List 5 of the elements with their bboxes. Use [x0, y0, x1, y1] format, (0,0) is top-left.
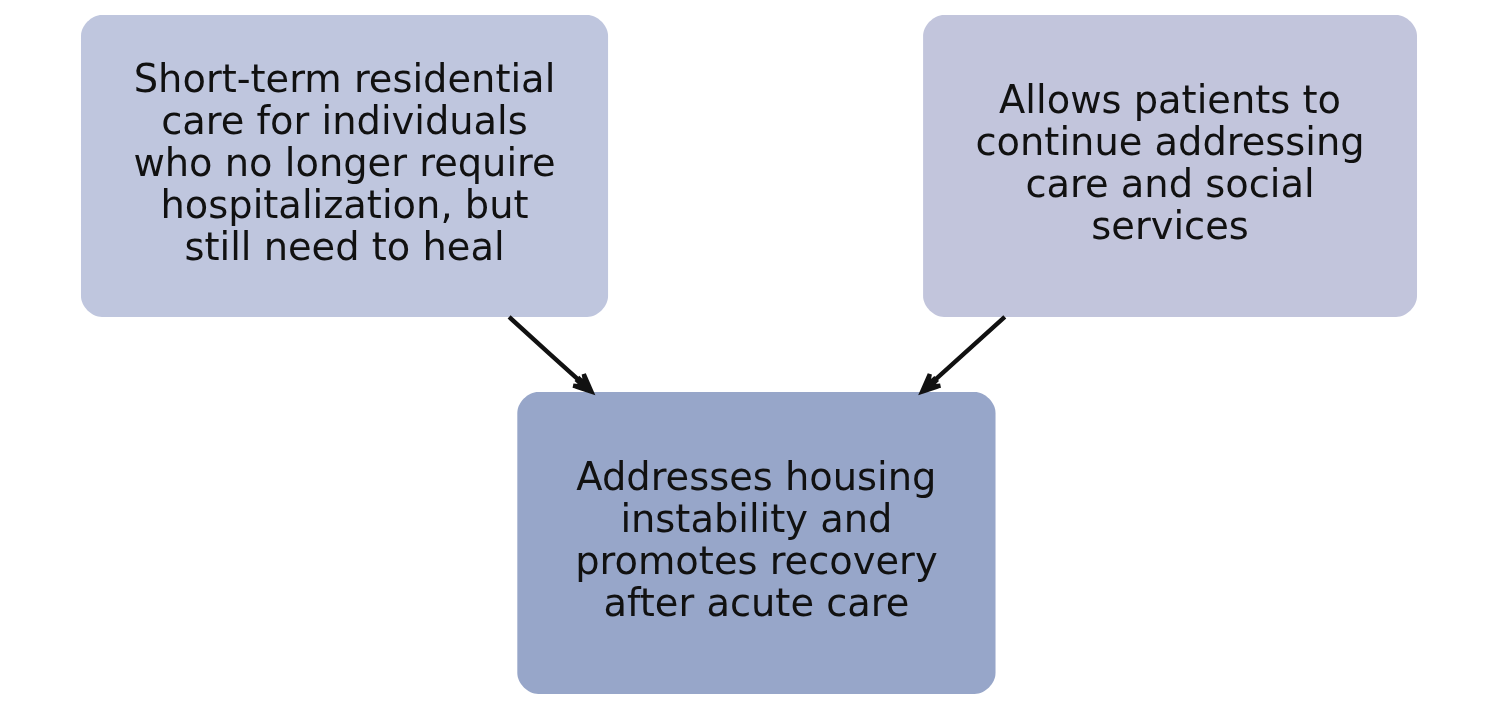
arrow: [507, 315, 594, 394]
node-box: Addresses housing instability and promotes recovery after acute care: [517, 392, 996, 694]
arrow: [919, 315, 1007, 394]
node-box: Allows patients to continue addressing care and social services: [923, 15, 1417, 317]
node-box: Short-term residential care for individuals who no longer require hospitalization, but still need to heal: [81, 15, 609, 317]
